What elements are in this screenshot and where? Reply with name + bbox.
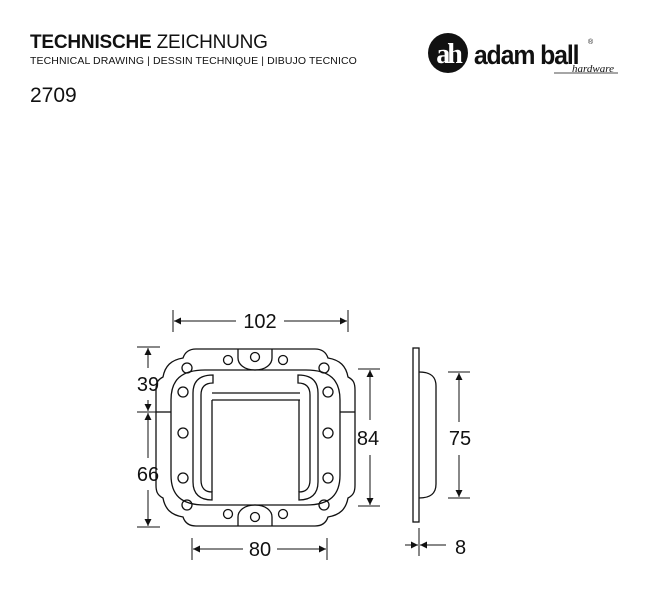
side-profile [418, 371, 437, 499]
side-view [412, 347, 437, 523]
logo-tagline: hardware [572, 63, 614, 75]
dim-label-84: 84 [357, 428, 379, 450]
dim-label-66: 66 [137, 464, 159, 486]
dim-label-39: 39 [137, 374, 159, 396]
mounting-hole [322, 386, 334, 398]
header: TECHNISCHE ZEICHNUNG TECHNICAL DRAWING |… [30, 32, 357, 108]
adam-ball-logo: ah adam ball ® hardware [428, 33, 618, 75]
mounting-hole [249, 511, 261, 523]
dim-label-102: 102 [243, 311, 276, 333]
mounting-hole [177, 472, 189, 484]
dim-label-80: 80 [249, 539, 271, 561]
side-plate [412, 347, 420, 523]
dim-label-75: 75 [449, 428, 471, 450]
bottom-tab [237, 504, 273, 526]
front-view [155, 348, 356, 527]
mounting-hole [322, 427, 334, 439]
title-rest: ZEICHNUNG [156, 32, 268, 53]
dimension-lines [137, 310, 470, 560]
mounting-hole [277, 354, 289, 366]
mounting-hole [318, 499, 330, 511]
handle-right [297, 374, 319, 501]
model-number: 2709 [30, 84, 77, 107]
document-title: TECHNISCHE ZEICHNUNG [30, 32, 357, 54]
dim-label-8: 8 [455, 537, 466, 559]
mounting-hole [277, 508, 289, 520]
dimension-labels: 102 39 66 84 80 75 8 [137, 311, 471, 561]
logo-registered: ® [588, 38, 594, 46]
mounting-hole [318, 362, 330, 374]
handle-left [192, 374, 214, 501]
mounting-hole [177, 427, 189, 439]
mounting-hole [177, 386, 189, 398]
logo-brand-text: adam ball [474, 41, 579, 70]
mounting-hole [181, 499, 193, 511]
logo-mark-circle [428, 33, 468, 73]
title-bold: TECHNISCHE [30, 32, 152, 53]
mounting-hole [249, 351, 261, 363]
inner-recess [170, 369, 341, 506]
mounting-hole [222, 508, 234, 520]
dish-outline [155, 348, 356, 527]
mounting-hole [222, 354, 234, 366]
document-subtitle: TECHNICAL DRAWING | DESSIN TECHNIQUE | D… [30, 55, 357, 67]
mounting-hole [322, 472, 334, 484]
mounting-hole [181, 362, 193, 374]
